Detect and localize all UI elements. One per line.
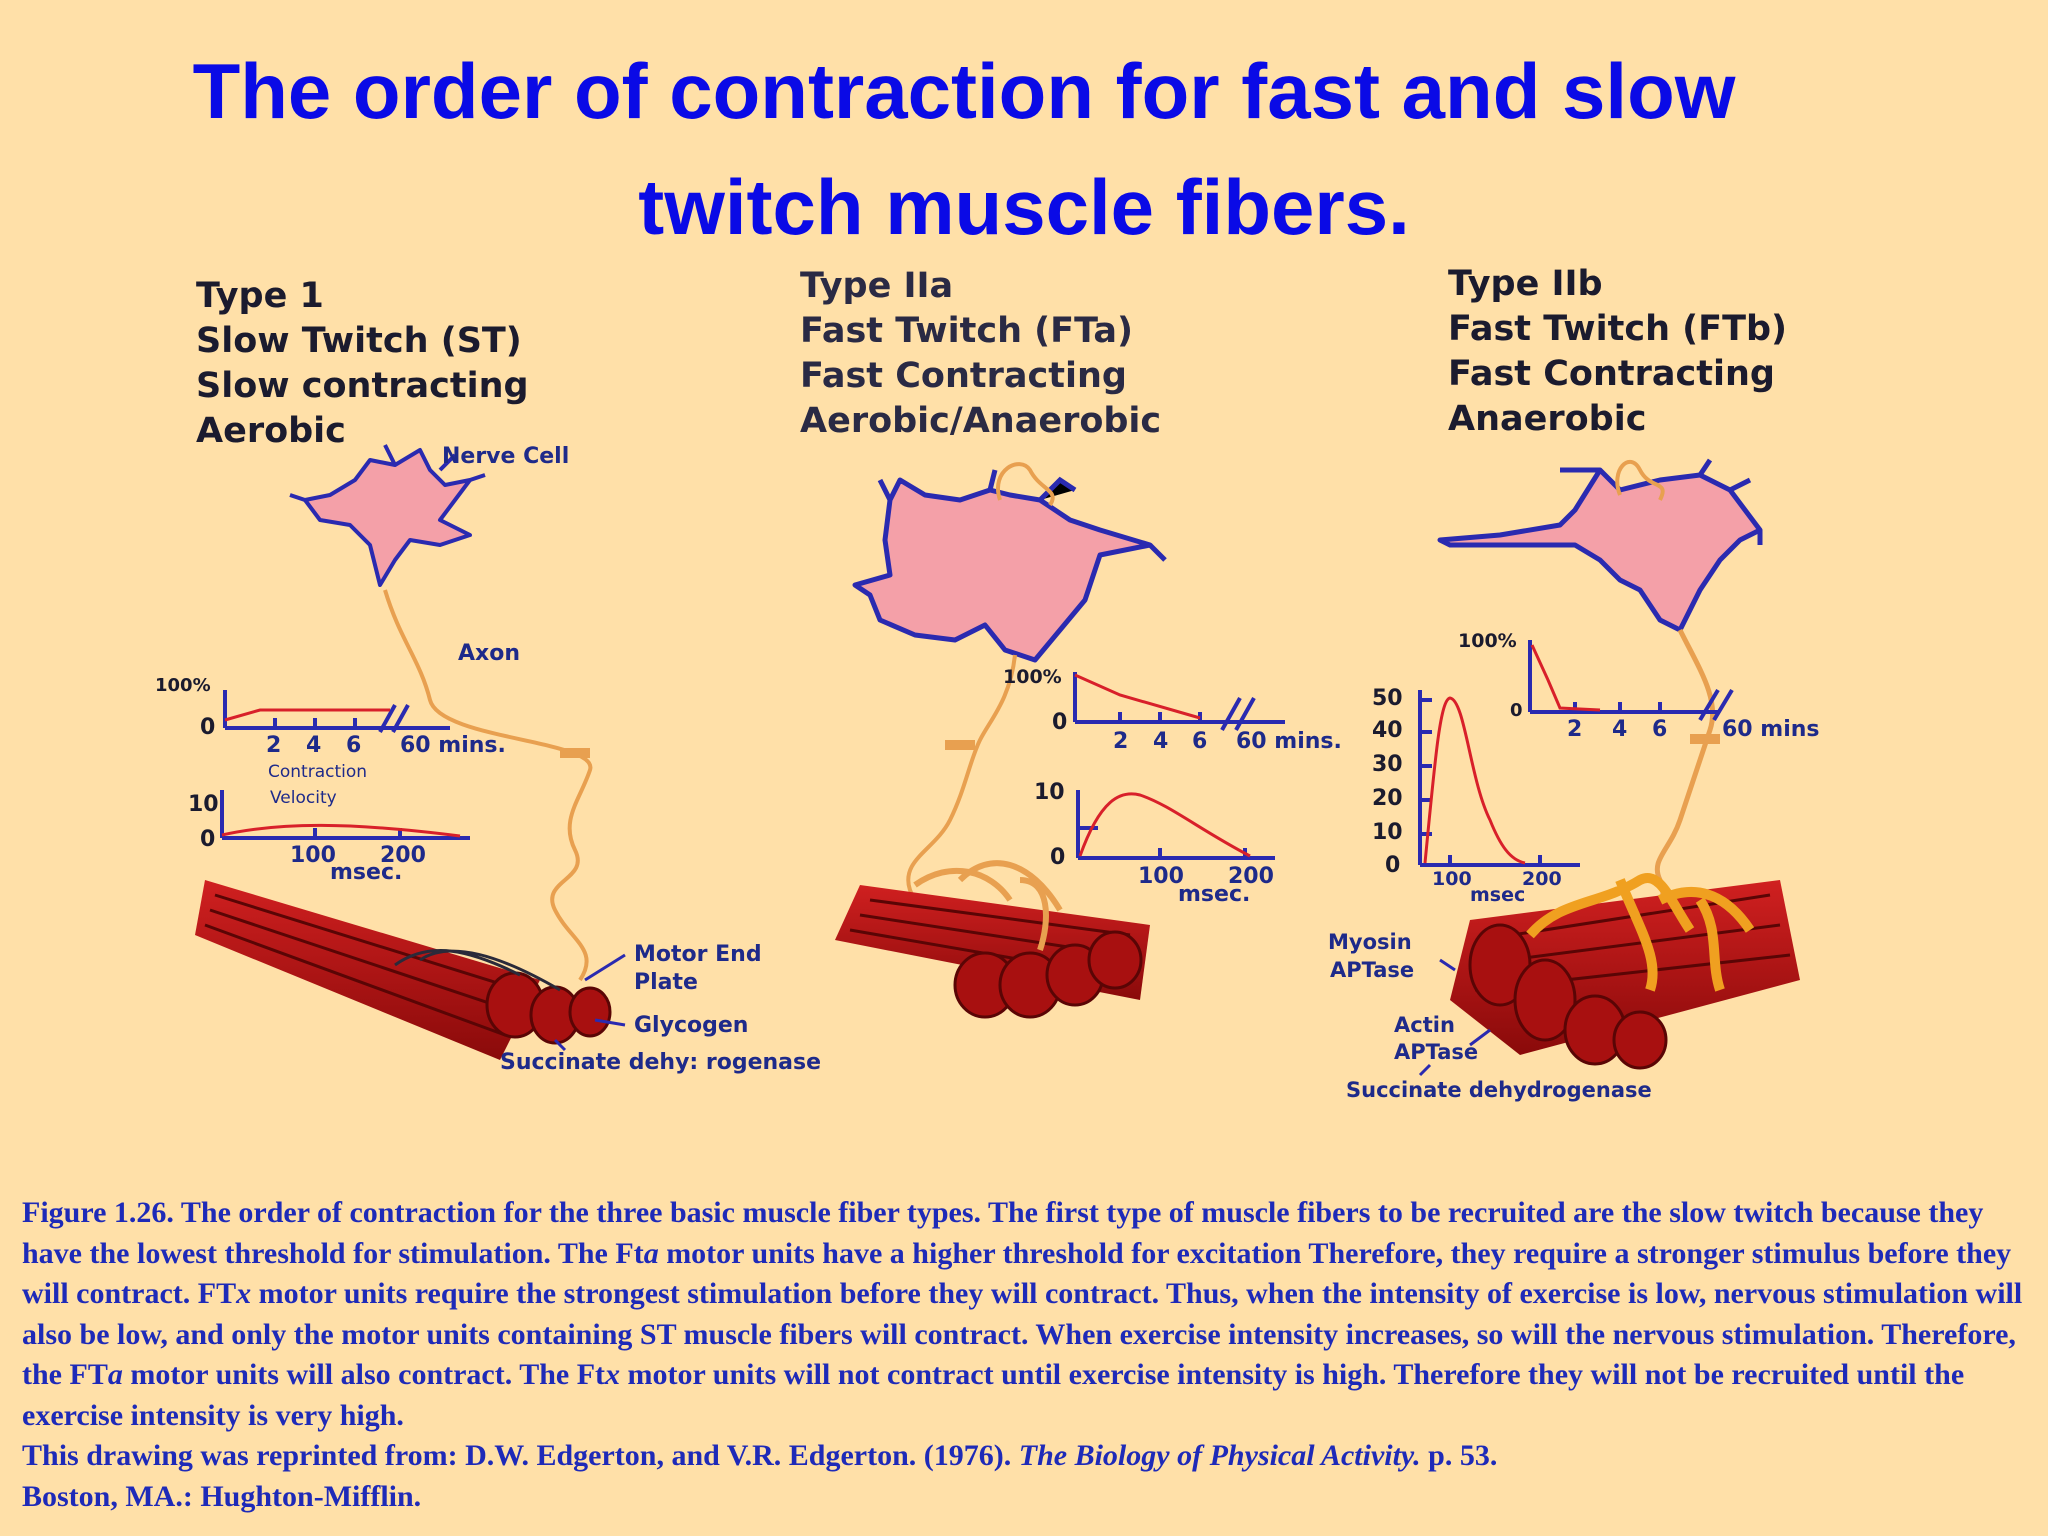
- type2a-line-4: Aerobic/Anaerobic: [800, 401, 1162, 441]
- type2b-succinate-label: Succinate dehydrogenase: [1346, 1078, 1652, 1102]
- type2b-muscle-bundle: [1450, 873, 1800, 1070]
- caption-italic-1: a: [643, 1236, 659, 1270]
- type2b-graph1-tick-4: 4: [1612, 717, 1628, 742]
- type1-msec-label: msec.: [330, 860, 403, 885]
- type2a-graph1-tick-60: 60 mins.: [1236, 729, 1342, 754]
- caption-italic-3: a: [107, 1358, 123, 1391]
- type2b-graph1-tick-2: 2: [1567, 717, 1583, 742]
- type2b-graph2-ytick-0: 0: [1385, 853, 1401, 878]
- slide-title-line-2: twitch muscle fibers.: [638, 163, 1410, 251]
- type2b-contraction-graph: [1528, 640, 1734, 722]
- type2b-velocity-graph: [1418, 690, 1580, 867]
- nerve-cell-label: Nerve Cell: [442, 444, 570, 469]
- type1-axon: [383, 589, 593, 982]
- type1-graph2-tick-100: 100: [290, 843, 336, 868]
- type2b-line-1: Type IIb: [1448, 264, 1603, 304]
- type2b-graph2-ytick-10: 10: [1372, 820, 1403, 845]
- type1-line-4: Aerobic: [196, 411, 346, 451]
- velocity-label: Velocity: [270, 788, 337, 808]
- type2a-muscle-bundle: [835, 860, 1150, 1019]
- type2a-velocity-graph: [1076, 790, 1275, 860]
- caption-italic-2: x: [236, 1277, 252, 1310]
- type2b-graph2-tick-200: 200: [1522, 868, 1562, 890]
- caption-italic-4: x: [605, 1358, 621, 1391]
- figure-caption: Figure 1.26. The order of contraction fo…: [22, 1193, 2032, 1517]
- type2a-line-3: Fast Contracting: [800, 356, 1127, 396]
- type1-graph1-tick-6: 6: [346, 733, 362, 758]
- type1-nerve-cell: [289, 444, 486, 587]
- type1-header: Type 1 Slow Twitch (ST) Slow contracting…: [196, 276, 529, 456]
- caption-part-3: motor units require the strongest stimul…: [22, 1277, 2023, 1391]
- type2a-graph2-ymax: 10: [1034, 780, 1065, 805]
- type1-graph1-tick-4: 4: [306, 733, 322, 758]
- type2a-graph1-y0: 0: [1052, 710, 1068, 735]
- type2a-axon-marker: [945, 740, 975, 750]
- type2a-nerve-cell: [852, 462, 1167, 663]
- caption-source-1: This drawing was reprinted from: D.W. Ed…: [22, 1439, 1019, 1472]
- type2a-contraction-graph: [1073, 672, 1285, 731]
- type2a-graph2-tick-100: 100: [1138, 864, 1184, 889]
- caption-source-2: p. 53.: [1420, 1439, 1498, 1472]
- type2a-header: Type IIa Fast Twitch (FTa) Fast Contract…: [800, 266, 1161, 446]
- type1-graph1-y0: 0: [200, 715, 216, 740]
- motor-end-label: Motor End: [634, 942, 762, 967]
- myosin-label: Myosin: [1328, 930, 1412, 954]
- type1-graph2-tick-200: 200: [380, 843, 426, 868]
- glycogen-label: Glycogen: [634, 1013, 749, 1038]
- type1-graph2-y0: 0: [200, 827, 216, 852]
- type2b-axon-marker: [1690, 734, 1720, 744]
- type1-graph1-ymax: 100%: [155, 675, 211, 696]
- type1-contraction-graph: [223, 690, 450, 733]
- type2b-graph1-tick-6: 6: [1652, 717, 1668, 742]
- type2a-graph1-tick-6: 6: [1192, 729, 1208, 754]
- type2b-graph2-ytick-40: 40: [1372, 718, 1403, 743]
- type1-line-1: Type 1: [196, 276, 324, 316]
- type1-graph2-ymax: 10: [188, 792, 219, 817]
- type2b-line-4: Anaerobic: [1448, 399, 1647, 439]
- type2a-graph1-ymax: 100%: [1003, 666, 1062, 688]
- type2b-header: Type IIb Fast Twitch (FTb) Fast Contract…: [1448, 264, 1787, 444]
- type2a-graph2-tick-200: 200: [1228, 864, 1274, 889]
- axon-label: Axon: [458, 641, 520, 666]
- type2b-line-3: Fast Contracting: [1448, 354, 1775, 394]
- type2b-graph2-tick-100: 100: [1432, 868, 1472, 890]
- type2a-msec-label: msec.: [1178, 882, 1251, 907]
- actin-label: Actin: [1394, 1013, 1455, 1037]
- type2a-line-2: Fast Twitch (FTa): [800, 311, 1134, 351]
- contraction-label: Contraction: [268, 762, 368, 782]
- type2a-graph2-y0: 0: [1050, 845, 1066, 870]
- caption-part-2: motor units have a higher threshold for …: [22, 1236, 2012, 1311]
- caption-part-5: motor units will not contract until exer…: [22, 1358, 1965, 1432]
- type2b-graph2-ytick-50: 50: [1372, 686, 1403, 711]
- type2b-graph1-ymax: 100%: [1458, 630, 1517, 652]
- plate-label: Plate: [634, 970, 698, 995]
- slide-title-line-1: The order of contraction for fast and sl…: [192, 47, 1736, 135]
- type1-graph1-tick-60: 60 mins.: [400, 733, 506, 758]
- type2b-graph2-ytick-30: 30: [1372, 752, 1403, 777]
- caption-source-3: Boston, MA.: Hughton-Mifflin.: [22, 1479, 422, 1513]
- caption-part-1: Figure 1.26. The order of contraction fo…: [22, 1196, 1984, 1270]
- type2a-line-1: Type IIa: [800, 266, 954, 306]
- type2b-graph2-ytick-20: 20: [1372, 786, 1403, 811]
- type2b-graph1-tick-60: 60 mins: [1722, 717, 1820, 742]
- type2b-graph1-y0: 0: [1510, 700, 1523, 721]
- type2b-nerve-cell: [1437, 458, 1763, 633]
- type2b-msec-label: msec: [1470, 884, 1526, 906]
- type1-succinate-label: Succinate dehy: rogenase: [500, 1050, 822, 1075]
- myosin-aptase-label: APTase: [1330, 958, 1415, 982]
- type2b-line-2: Fast Twitch (FTb): [1448, 309, 1787, 349]
- caption-source-title: The Biology of Physical Activity.: [1018, 1439, 1421, 1472]
- type1-line-2: Slow Twitch (ST): [196, 321, 522, 361]
- type2a-graph1-tick-4: 4: [1153, 729, 1169, 754]
- actin-aptase-label: APTase: [1394, 1040, 1479, 1064]
- type1-axon-marker: [560, 748, 590, 758]
- type1-line-3: Slow contracting: [196, 366, 529, 406]
- type1-muscle-bundle: [195, 880, 612, 1060]
- type1-graph1-tick-2: 2: [266, 733, 282, 758]
- caption-part-4: motor units will also contract. The Ft: [122, 1358, 606, 1391]
- type1-velocity-graph: [220, 790, 470, 840]
- type2a-graph1-tick-2: 2: [1113, 729, 1129, 754]
